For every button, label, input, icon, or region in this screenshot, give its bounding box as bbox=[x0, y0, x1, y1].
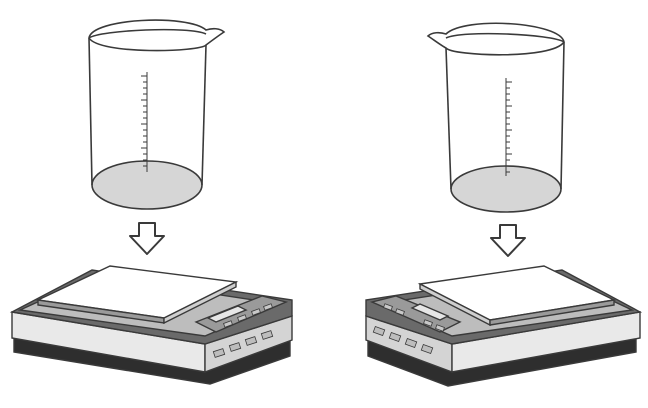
control-panel-right bbox=[369, 295, 462, 333]
panel-left bbox=[9, 19, 293, 385]
keypad-left bbox=[223, 303, 273, 328]
graduations-left bbox=[141, 75, 147, 167]
down-arrow-icon bbox=[129, 222, 165, 255]
keypad-right bbox=[383, 303, 445, 332]
control-panel-left bbox=[194, 295, 289, 333]
display-left bbox=[206, 305, 248, 323]
side-buttons-right bbox=[372, 325, 434, 355]
display-right bbox=[410, 303, 450, 321]
beaker-left bbox=[88, 19, 226, 210]
side-buttons-left bbox=[212, 330, 274, 358]
scale-left bbox=[9, 265, 293, 385]
panel-right bbox=[365, 22, 643, 387]
scale-right bbox=[365, 265, 643, 387]
down-arrow-icon bbox=[490, 224, 526, 257]
graduations-right bbox=[506, 81, 512, 173]
beaker-right bbox=[426, 22, 565, 213]
